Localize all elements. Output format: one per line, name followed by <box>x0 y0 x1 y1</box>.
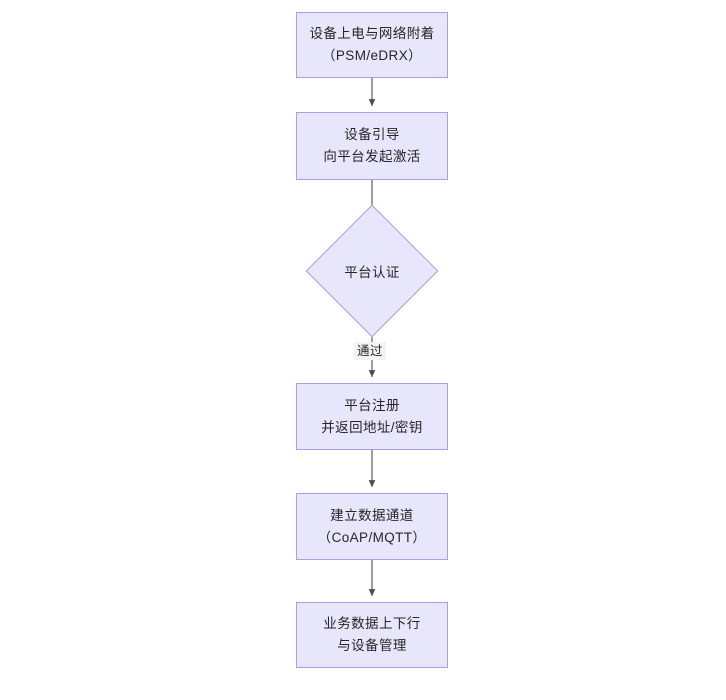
node-text-line: 设备上电与网络附着 <box>309 26 435 42</box>
node-platform-registration[interactable]: 平台注册 并返回地址/密钥 <box>296 383 448 450</box>
node-text-line: 平台认证 <box>344 265 400 280</box>
node-text-line: 并返回地址/密钥 <box>321 419 423 435</box>
edge-label-pass: 通过 <box>354 342 387 361</box>
node-text-line: 建立数据通道 <box>330 507 414 523</box>
node-establish-data-channel[interactable]: 建立数据通道 （CoAP/MQTT） <box>296 493 448 560</box>
node-text-line: 平台注册 <box>344 397 400 413</box>
node-text-line: （PSM/eDRX） <box>321 48 423 63</box>
node-device-bootstrap[interactable]: 设备引导 向平台发起激活 <box>296 112 448 180</box>
node-device-power-on[interactable]: 设备上电与网络附着 （PSM/eDRX） <box>296 12 448 78</box>
node-platform-authentication[interactable]: 平台认证 <box>305 204 439 338</box>
node-text-line: 与设备管理 <box>337 638 407 653</box>
node-text-line: 设备引导 <box>344 127 400 143</box>
node-text-line: 向平台发起激活 <box>323 149 421 164</box>
node-text-line: （CoAP/MQTT） <box>317 529 427 545</box>
node-business-data-and-device-management[interactable]: 业务数据上下行 与设备管理 <box>296 602 448 668</box>
node-text-line: 业务数据上下行 <box>323 616 421 632</box>
